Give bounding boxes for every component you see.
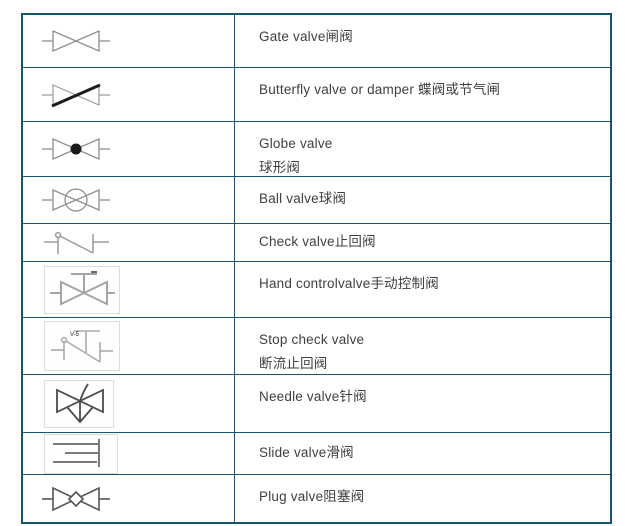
table-row: Gate valve闸阀: [23, 15, 610, 68]
label-cell: Globe valve 球形阀: [235, 122, 610, 176]
label-cell: Ball valve球阀: [235, 177, 610, 223]
label-cell: Needle valve针阀: [235, 375, 610, 432]
label-cell: Butterfly valve or damper 蝶阀或节气闸: [235, 68, 610, 121]
plug-valve-icon: [42, 486, 110, 511]
valve-label: Plug valve阻塞阀: [259, 489, 365, 504]
label-cell: Gate valve闸阀: [235, 15, 610, 67]
symbol-cell: [23, 433, 235, 474]
table-row: Ball valve球阀: [23, 177, 610, 224]
valve-label-zh: 断流止回阀: [259, 356, 328, 371]
stop-check-valve-icon: V-5: [51, 330, 113, 363]
label-cell: Plug valve阻塞阀: [235, 475, 610, 522]
table-row: Plug valve阻塞阀: [23, 475, 610, 522]
symbol-cell: [23, 262, 235, 317]
valve-label-en: Stop check valve: [259, 332, 365, 347]
table-row: Check valve止回阀: [23, 224, 610, 262]
gate-valve-icon: [42, 30, 110, 52]
label-cell: Check valve止回阀: [235, 224, 610, 261]
table-row: Butterfly valve or damper 蝶阀或节气闸: [23, 68, 610, 122]
symbol-cell: [23, 122, 235, 176]
valve-label: Needle valve针阀: [259, 389, 367, 404]
table-row: Globe valve 球形阀: [23, 122, 610, 177]
symbol-image-frame: [44, 265, 120, 314]
symbol-cell: V-5: [23, 318, 235, 374]
ball-valve-icon: [42, 188, 110, 212]
needle-valve-icon: [56, 383, 104, 423]
valve-label: Check valve止回阀: [259, 234, 376, 249]
symbol-cell: [23, 224, 235, 261]
valve-label: Ball valve球阀: [259, 191, 347, 206]
valve-label: Gate valve闸阀: [259, 29, 353, 44]
valve-label: Butterfly valve or damper 蝶阀或节气闸: [259, 82, 501, 97]
slide-valve-icon: [53, 438, 100, 467]
symbol-image-frame: [44, 379, 114, 428]
globe-valve-icon: [42, 138, 110, 160]
valve-label: Hand controlvalve手动控制阀: [259, 276, 439, 291]
symbol-image-frame: V-5: [44, 321, 120, 371]
check-valve-icon: [44, 231, 109, 254]
valve-label: Slide valve滑阀: [259, 445, 354, 460]
symbol-cell: [23, 68, 235, 121]
symbol-cell: [23, 475, 235, 522]
butterfly-valve-icon: [42, 83, 110, 107]
table-row: Hand controlvalve手动控制阀: [23, 262, 610, 318]
table-row: V-5 Stop check valve 断流止回阀: [23, 318, 610, 375]
label-cell: Hand controlvalve手动控制阀: [235, 262, 610, 317]
label-cell: Stop check valve 断流止回阀: [235, 318, 610, 374]
hand-control-valve-icon: [50, 270, 115, 306]
symbol-cell: [23, 177, 235, 223]
valve-label-zh: 球形阀: [259, 160, 301, 175]
symbol-cell: [23, 15, 235, 67]
table-row: Needle valve针阀: [23, 375, 610, 433]
valve-symbol-table: Gate valve闸阀 Butterfly valve or damper 蝶…: [21, 13, 612, 524]
label-cell: Slide valve滑阀: [235, 433, 610, 474]
table-row: Slide valve滑阀: [23, 433, 610, 475]
symbol-image-frame: [44, 433, 118, 474]
valve-label-en: Globe valve: [259, 136, 333, 151]
valve-tag-annotation: V-5: [70, 332, 80, 338]
symbol-cell: [23, 375, 235, 432]
